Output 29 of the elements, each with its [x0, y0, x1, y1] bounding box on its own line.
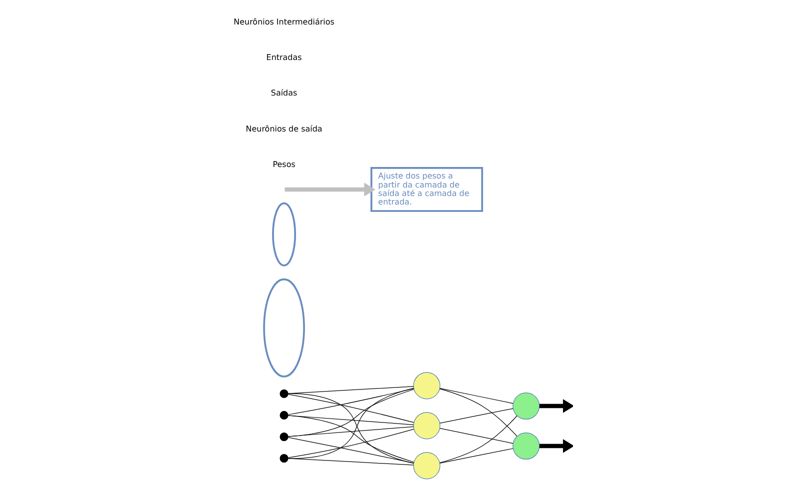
node-circle — [512, 432, 540, 460]
node-circle — [412, 412, 440, 440]
connector — [439, 408, 513, 424]
connector — [287, 394, 414, 423]
connector — [438, 388, 517, 437]
connector — [439, 428, 513, 444]
node-circle — [279, 432, 288, 442]
node-circle — [279, 389, 288, 398]
connector — [287, 386, 414, 394]
node-circle — [412, 452, 440, 480]
connector — [287, 388, 414, 415]
arrow — [539, 399, 572, 413]
node-circle — [279, 454, 288, 463]
connector — [439, 388, 513, 404]
node-circle — [512, 392, 540, 420]
connector — [287, 458, 414, 466]
arrow — [284, 182, 375, 196]
node-circle — [279, 410, 288, 420]
node-ellipse — [262, 278, 304, 378]
node-ellipse — [272, 202, 296, 266]
connector — [287, 389, 414, 437]
connector — [438, 415, 517, 464]
connector — [287, 437, 414, 464]
arrow — [539, 439, 572, 453]
node-circle — [412, 372, 440, 400]
connector — [287, 415, 414, 462]
connector — [287, 426, 414, 437]
connector — [439, 448, 513, 464]
connector — [287, 428, 414, 458]
